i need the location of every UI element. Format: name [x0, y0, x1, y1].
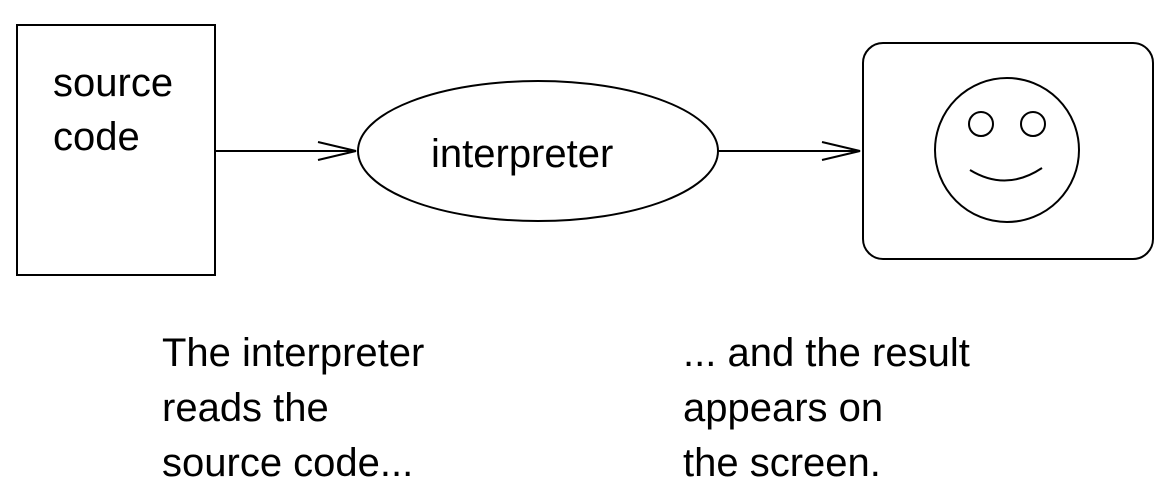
- left-caption-line-2: reads the: [162, 386, 329, 430]
- left-caption: The interpreter reads the source code...: [162, 326, 424, 491]
- right-caption-line-3: the screen.: [683, 441, 881, 485]
- screen-box: [862, 42, 1154, 260]
- left-caption-line-3: source code...: [162, 441, 414, 485]
- face-outline: [934, 77, 1080, 223]
- left-eye: [968, 111, 994, 137]
- arrow-source-to-interpreter: [215, 141, 357, 161]
- right-caption: ... and the result appears on the screen…: [683, 326, 970, 491]
- smile: [969, 167, 1043, 182]
- right-caption-line-1: ... and the result: [683, 331, 970, 375]
- arrow-interpreter-to-screen: [718, 141, 861, 161]
- left-caption-line-1: The interpreter: [162, 331, 425, 375]
- source-code-label-line-1: source: [53, 61, 174, 105]
- interpreter-label: interpreter: [431, 132, 614, 176]
- source-code-label: source code: [53, 56, 173, 164]
- smiley-face-icon: [934, 77, 1080, 223]
- right-caption-line-2: appears on: [683, 386, 884, 430]
- source-code-label-line-2: code: [53, 115, 140, 159]
- right-eye: [1020, 111, 1046, 137]
